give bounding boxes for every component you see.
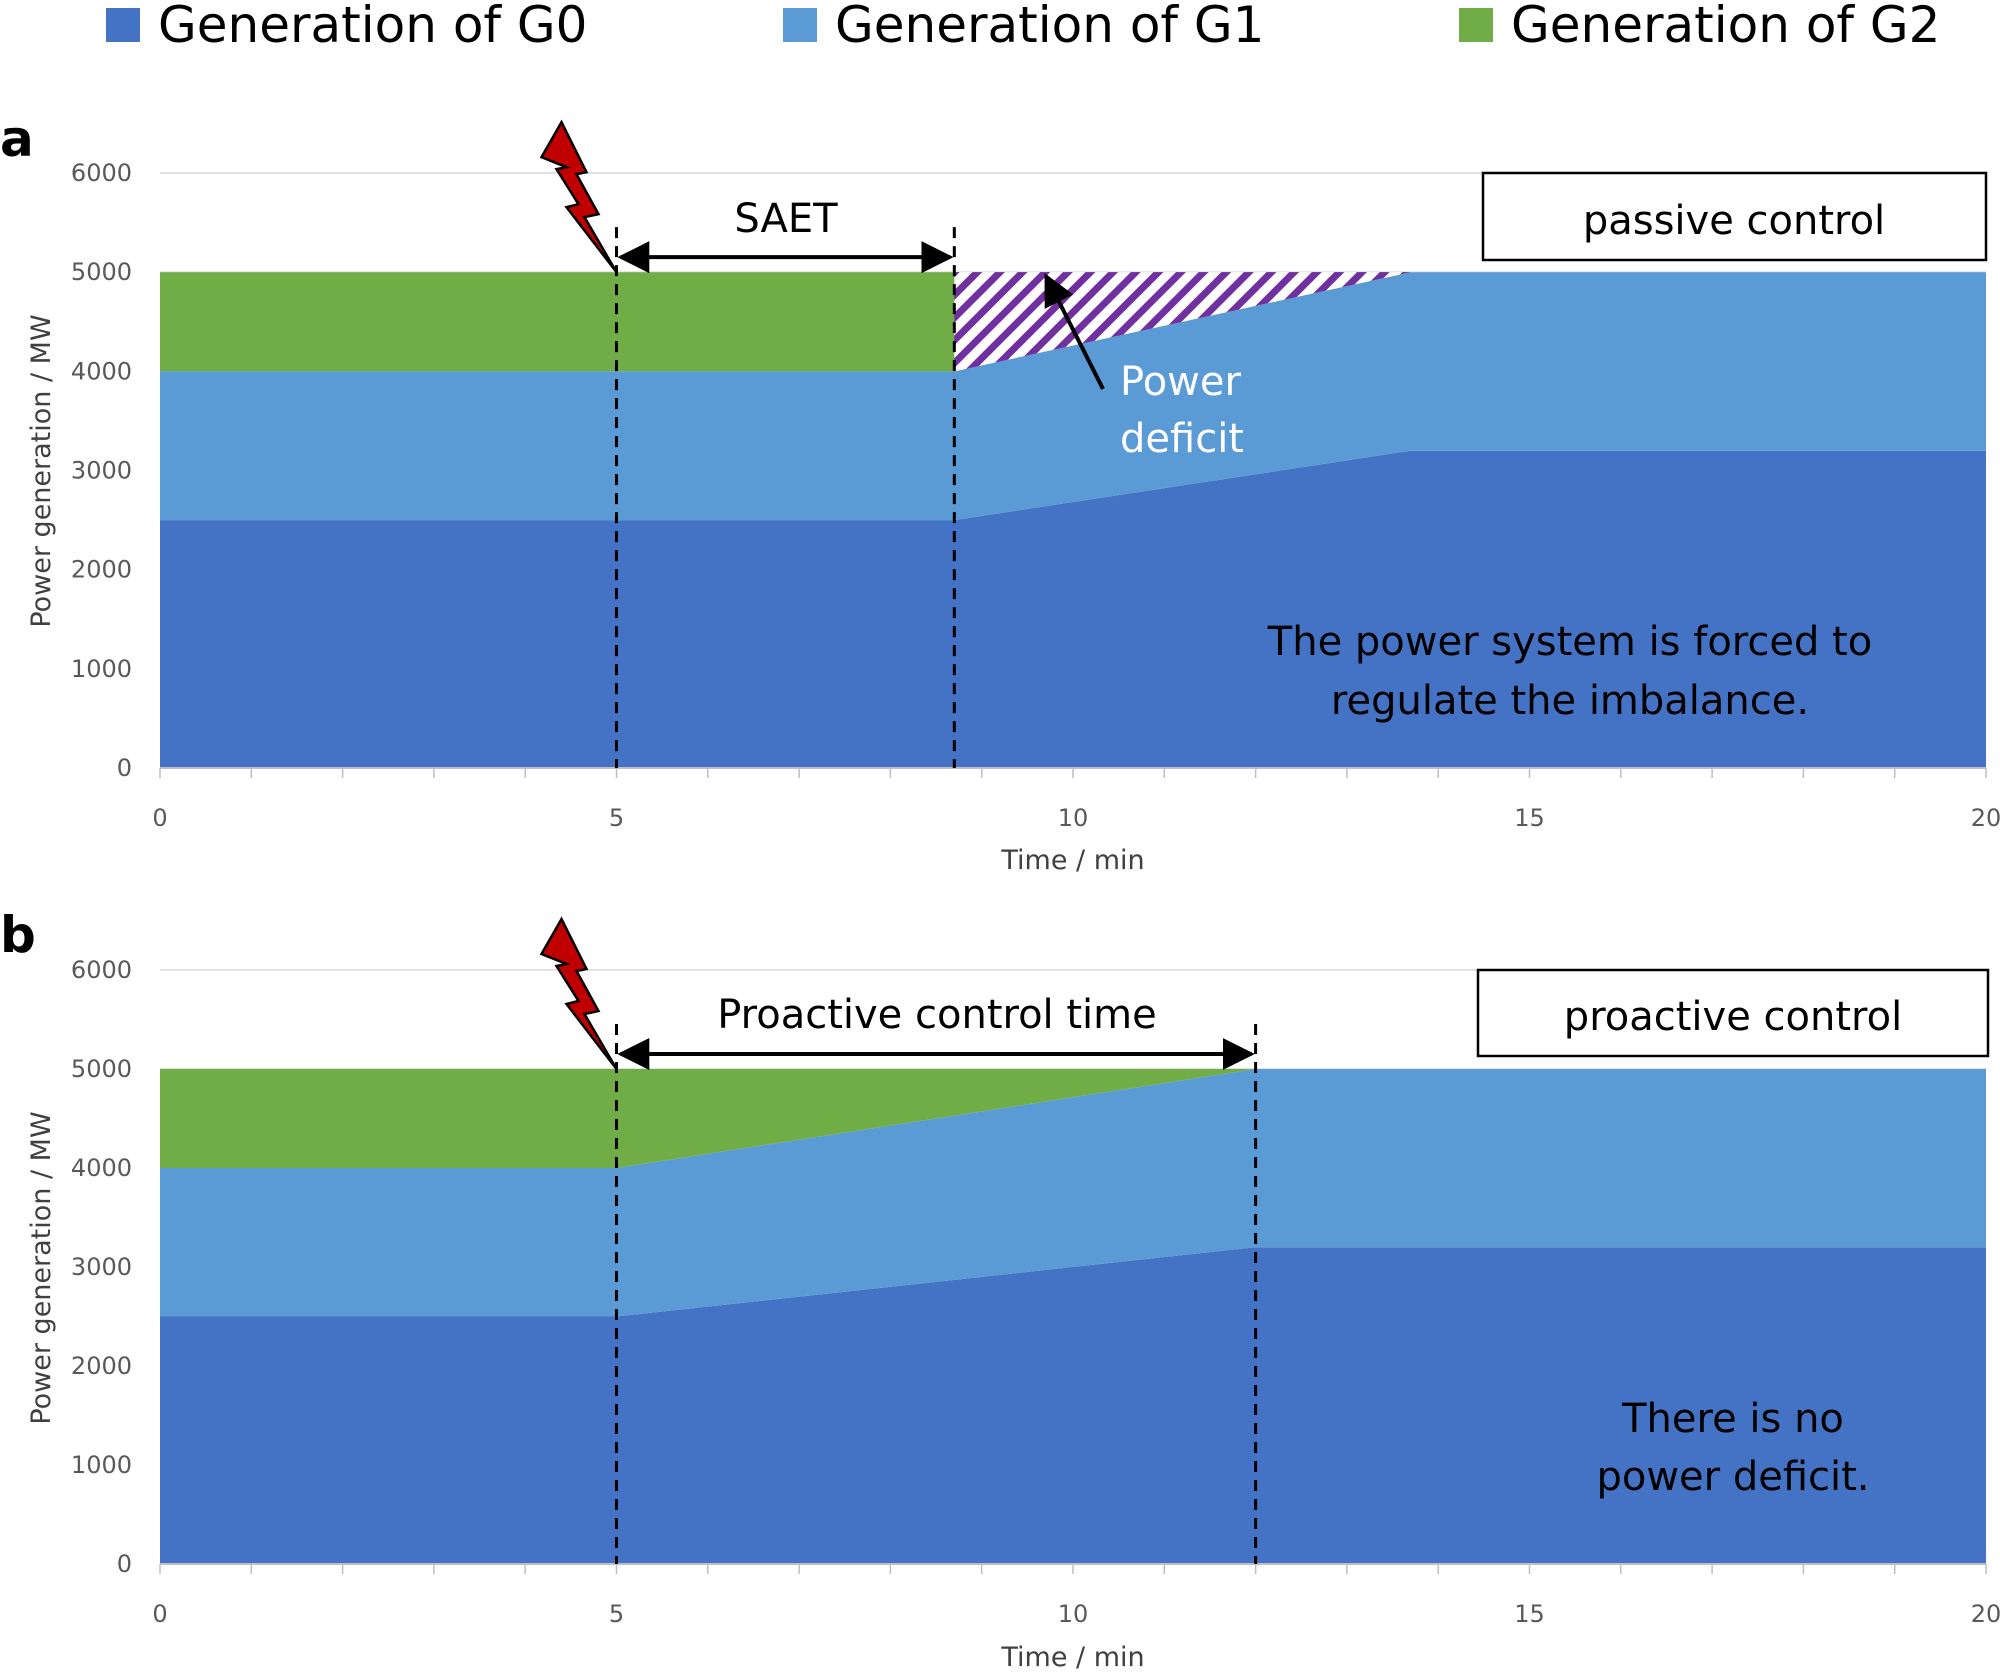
panel-a-ytick-3000: 3000 (71, 457, 132, 485)
proactive-control-label: proactive control (1564, 994, 1902, 1040)
panel-a-lightning-icon (539, 119, 618, 273)
panel-a-xtick-5: 5 (609, 804, 624, 832)
legend-item-g2: Generation of G2 (1459, 0, 1940, 54)
panel-a: a 0 1000 2000 3000 4000 5000 6000 0 5 10 15 20 Time… (0, 110, 2000, 876)
panel-b-annotations (539, 916, 1258, 1564)
panel-a-ylabel: Power generation / MW (26, 314, 57, 627)
legend-swatch-g0 (106, 8, 140, 42)
panel-b-lightning-icon (539, 916, 618, 1070)
legend-swatch-g2 (1459, 8, 1493, 42)
panel-b-ytick-3000: 3000 (71, 1253, 132, 1281)
panel-a-ytick-6000: 6000 (71, 159, 132, 187)
panel-b-ytick-1000: 1000 (71, 1451, 132, 1479)
panel-a-xtick-0: 0 (152, 804, 167, 832)
legend-item-g1: Generation of G1 (783, 0, 1264, 54)
panel-a-axes: 0 1000 2000 3000 4000 5000 6000 0 5 10 15 20 (71, 159, 2000, 832)
panel-b-xtick-10: 10 (1058, 1600, 1089, 1628)
legend-label-g2: Generation of G2 (1511, 0, 1940, 54)
panel-b-note-line1: There is no (1621, 1396, 1844, 1442)
panel-a-annotations (539, 119, 1105, 768)
panel-b-xtick-20: 20 (1971, 1600, 2000, 1628)
panel-a-ytick-4000: 4000 (71, 357, 132, 385)
legend-swatch-g1 (783, 8, 817, 42)
panel-b-ytick-4000: 4000 (71, 1154, 132, 1182)
legend-item-g0: Generation of G0 (106, 0, 587, 54)
panel-a-xtick-20: 20 (1971, 804, 2000, 832)
panel-a-letter: a (0, 110, 34, 168)
panel-a-xtick-10: 10 (1058, 804, 1089, 832)
panel-a-ytick-5000: 5000 (71, 258, 132, 286)
proactive-control-time-label: Proactive control time (717, 992, 1157, 1038)
panel-a-note-line2: regulate the imbalance. (1331, 678, 1809, 724)
legend-label-g0: Generation of G0 (158, 0, 587, 54)
power-deficit-label-line1: Power (1120, 359, 1241, 405)
power-deficit-label-line2: deficit (1120, 416, 1244, 462)
panel-b-xtick-0: 0 (152, 1600, 167, 1628)
panel-a-ytick-2000: 2000 (71, 556, 132, 584)
legend-label-g1: Generation of G1 (835, 0, 1264, 54)
panel-b-xtick-15: 15 (1514, 1600, 1545, 1628)
proactive-control-box (1476, 968, 1990, 1058)
panel-a-ytick-1000: 1000 (71, 655, 132, 683)
panel-b-axes: 0 1000 2000 3000 4000 5000 6000 0 5 10 15 20 (71, 956, 2000, 1628)
panel-a-xtick-15: 15 (1514, 804, 1545, 832)
panel-a-ytick-0: 0 (117, 754, 132, 782)
passive-control-box (1481, 171, 1988, 262)
panel-b-xlabel: Time / min (1000, 1642, 1144, 1672)
panel-b-letter: b (0, 906, 36, 964)
panel-b-ytick-5000: 5000 (71, 1055, 132, 1083)
panel-b-ytick-6000: 6000 (71, 956, 132, 984)
panel-b: b 0 1000 2000 3000 4000 5000 6000 0 5 10 15 20 Time… (0, 906, 2000, 1672)
panel-b-note-line2: power deficit. (1596, 1454, 1869, 1500)
saet-label: SAET (734, 196, 838, 242)
panel-b-xtick-5: 5 (609, 1600, 624, 1628)
panel-a-note-line1: The power system is forced to (1267, 619, 1872, 665)
passive-control-label: passive control (1583, 198, 1885, 244)
panel-b-ytick-2000: 2000 (71, 1352, 132, 1380)
panel-b-ylabel: Power generation / MW (26, 1111, 57, 1424)
panel-b-ytick-0: 0 (117, 1550, 132, 1578)
power-deficit-pointer-arrow (1044, 273, 1105, 390)
legend: Generation of G0 Generation of G1 Genera… (106, 0, 1940, 54)
panel-a-xlabel: Time / min (1000, 845, 1144, 876)
